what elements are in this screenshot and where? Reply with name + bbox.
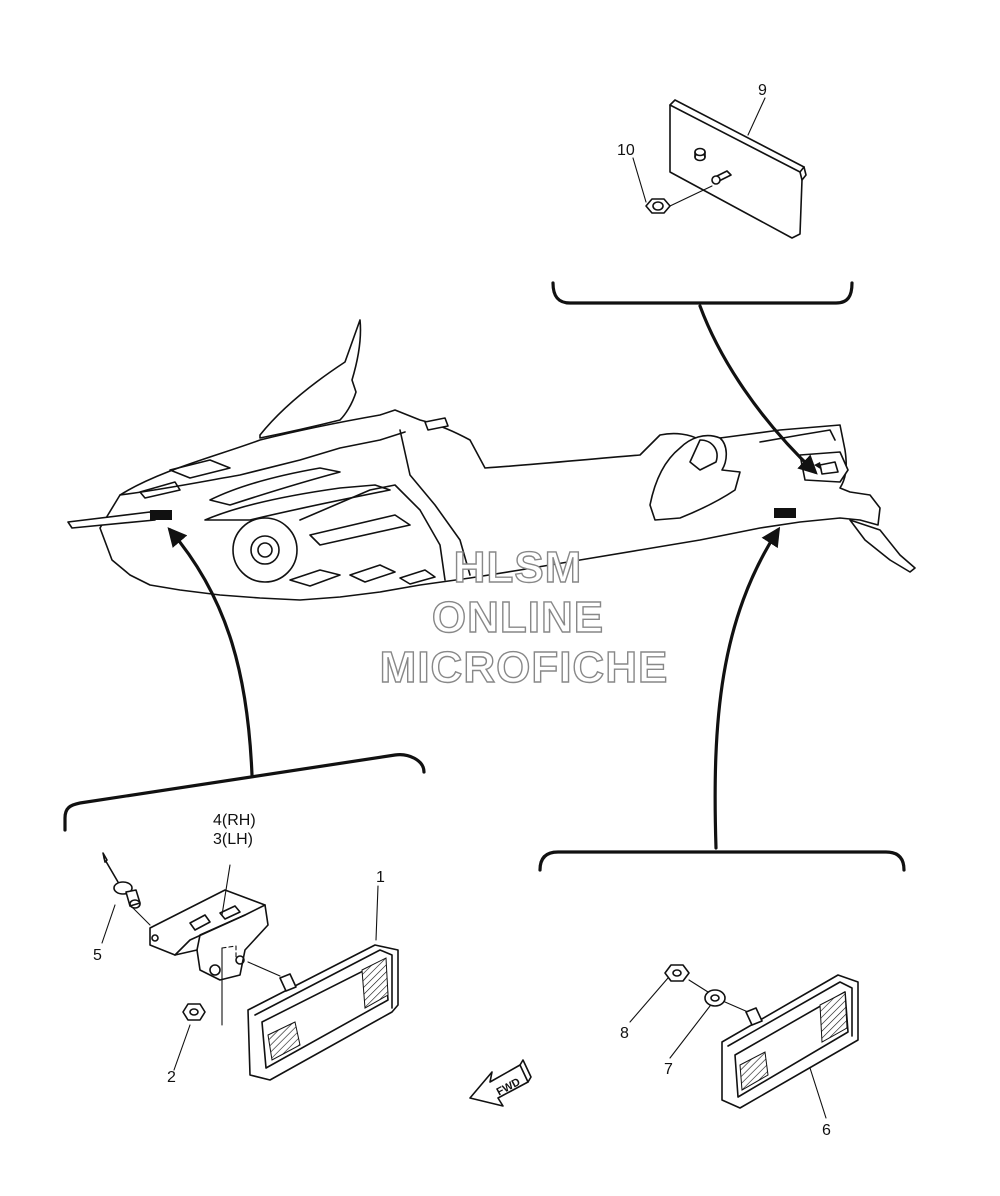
- callout-1: 1: [376, 869, 385, 886]
- snowmobile-outline: [67, 319, 916, 601]
- callout-4: 4(RH): [213, 812, 256, 829]
- detail-rear-plate: 9 10: [551, 82, 854, 475]
- callout-6: 6: [822, 1122, 831, 1139]
- callout-8: 8: [620, 1025, 629, 1042]
- watermark: HLSM ONLINE MICROFICHE: [379, 542, 669, 692]
- rear-reflector-location: [774, 508, 796, 518]
- forward-direction-arrow: FWD: [469, 1059, 532, 1107]
- callout-2: 2: [167, 1069, 176, 1086]
- watermark-line3: MICROFICHE: [380, 643, 669, 692]
- callout-5: 5: [93, 947, 102, 964]
- callout-7: 7: [664, 1061, 673, 1078]
- detail-front-reflector: 4(RH) 3(LH) 1 5 2: [63, 527, 426, 1086]
- watermark-line1: HLSM: [454, 543, 583, 592]
- callout-3: 3(LH): [213, 831, 253, 848]
- detail-rear-reflector: 8 7 6: [538, 526, 906, 1139]
- front-reflector-location: [150, 510, 172, 520]
- watermark-line2: ONLINE: [432, 593, 604, 642]
- callout-10: 10: [617, 142, 635, 159]
- callout-9: 9: [758, 82, 767, 99]
